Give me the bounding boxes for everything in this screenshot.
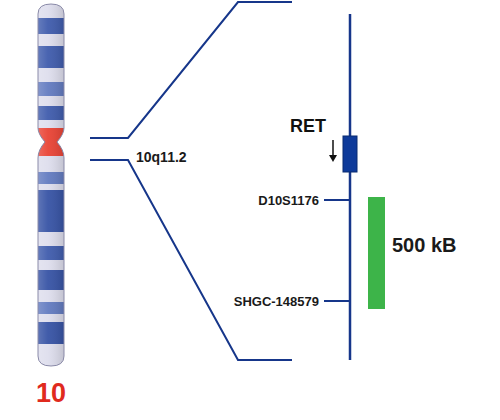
chromosome-outline	[38, 4, 64, 366]
size-bar	[368, 197, 385, 309]
marker-tick	[324, 300, 350, 302]
chromosome-bands	[30, 0, 70, 370]
marker-tick	[324, 199, 350, 201]
zoom-line	[90, 2, 292, 138]
band-label: 10q11.2	[136, 150, 187, 164]
chromosome-number: 10	[36, 380, 66, 407]
zoom-line	[90, 160, 292, 360]
marker-label: D10S1176	[258, 194, 319, 207]
marker-label: SHGC-148579	[234, 295, 319, 308]
gene-box	[343, 136, 357, 172]
locus-axis	[349, 14, 352, 360]
arrow-head	[329, 155, 337, 162]
size-label: 500 kB	[392, 235, 457, 255]
gene-label: RET	[290, 117, 326, 135]
